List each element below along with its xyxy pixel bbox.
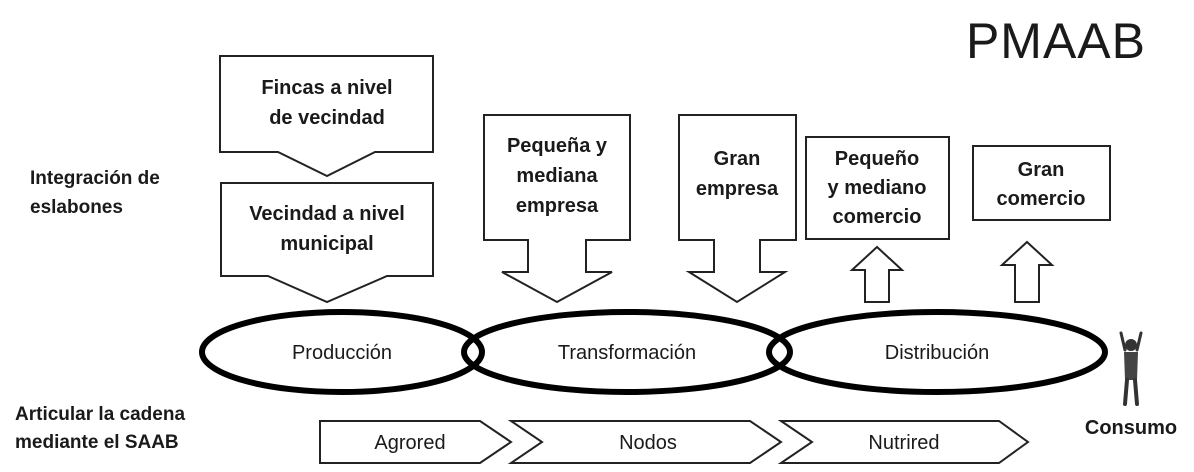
commerce-block-2: Gran comercio: [972, 145, 1111, 303]
commerce-block-1-line-1: Pequeño: [835, 148, 919, 170]
production-block-1-line-1: Fincas a nivel: [261, 77, 392, 99]
stage-ring-production: [199, 309, 485, 395]
integration-label-line-1: Integración de: [30, 168, 160, 189]
integration-row-label: Integración de eslabones: [30, 168, 160, 218]
industry-block-1-line-3: empresa: [516, 195, 599, 217]
network-chevron-nodos: [507, 420, 783, 464]
commerce-block-1-line-2: y mediano: [828, 177, 927, 199]
person-arms-raised-icon: [1119, 331, 1143, 406]
articulation-label-line-1: Articular la cadena: [15, 404, 185, 425]
network-chevron-nutrired: [777, 420, 1030, 464]
production-block-1-line-2: de vecindad: [269, 107, 385, 129]
commerce-block-2-line-1: Gran: [1018, 159, 1065, 181]
up-arrow-icon: [849, 245, 905, 303]
industry-block-2: Gran empresa: [678, 114, 797, 304]
stage-ring-distribution: [766, 309, 1108, 395]
consumer-label: Consumo: [1085, 417, 1177, 439]
industry-block-2-line-2: empresa: [696, 178, 779, 200]
commerce-block-1: Pequeño y mediano comercio: [805, 136, 950, 303]
production-block-1: Fincas a nivel de vecindad: [219, 55, 434, 178]
commerce-block-1-line-3: comercio: [833, 206, 922, 228]
down-arrow-shape: [219, 55, 434, 178]
production-block-2-line-2: municipal: [280, 233, 373, 255]
commerce-block-2-line-2: comercio: [997, 188, 1086, 210]
network-label-nodos: Nodos: [619, 432, 677, 454]
commerce-box: [972, 145, 1111, 221]
network-label-nutrired: Nutrired: [868, 432, 939, 454]
production-block-2: Vecindad a nivel municipal: [220, 182, 434, 304]
articulation-label-line-2: mediante el SAAB: [15, 432, 179, 453]
stage-label-distribution: Distribución: [885, 342, 989, 364]
production-block-2-line-1: Vecindad a nivel: [249, 203, 405, 225]
up-arrow-icon: [999, 240, 1055, 303]
network-label-agrored: Agrored: [374, 432, 445, 454]
network-chevrons: Agrored Nodos Nutrired: [319, 420, 1030, 464]
down-arrow-shape: [483, 114, 631, 304]
stage-rings: Producción Transformación Distribución: [199, 309, 1108, 395]
industry-block-1-line-2: mediana: [516, 165, 598, 187]
industry-block-2-line-1: Gran: [714, 148, 761, 170]
stage-label-transformation: Transformación: [558, 342, 696, 364]
down-arrow-shape: [678, 114, 797, 304]
commerce-box: [805, 136, 950, 240]
stage-ring-transformation: [461, 309, 793, 395]
integration-label-line-2: eslabones: [30, 197, 123, 218]
network-chevron-agrored: [319, 420, 513, 464]
diagram-title: PMAAB: [966, 13, 1146, 69]
stage-label-production: Producción: [292, 342, 392, 364]
articulation-row-label: Articular la cadena mediante el SAAB: [15, 404, 185, 453]
down-arrow-shape: [220, 182, 434, 304]
industry-block-1: Pequeña y mediana empresa: [483, 114, 631, 304]
industry-block-1-line-1: Pequeña y: [507, 135, 608, 157]
consumer: Consumo: [1085, 331, 1177, 439]
